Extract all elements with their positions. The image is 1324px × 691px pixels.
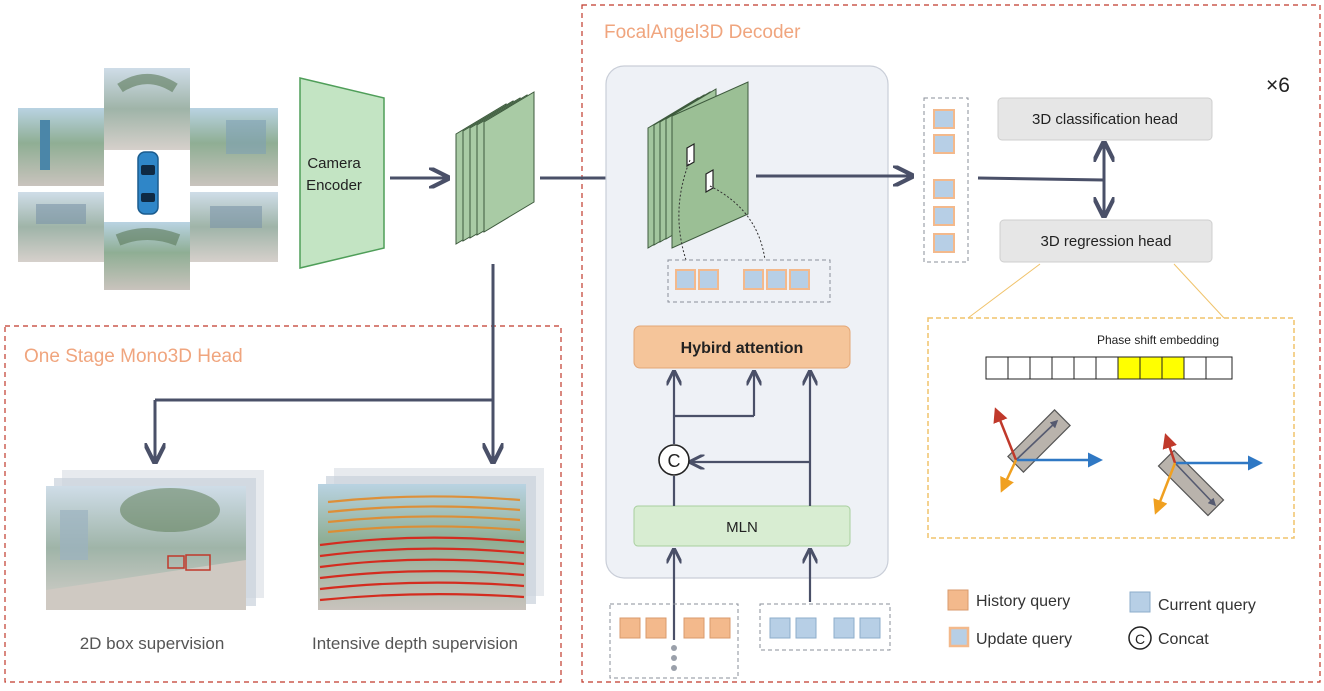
legend: History query Current query Update query… [947, 589, 1256, 650]
phase-shift-cells [985, 356, 1233, 380]
ellipsis-dots [671, 645, 677, 671]
legend-current-swatch [1129, 591, 1151, 613]
concat-symbol: C [668, 451, 681, 471]
current-query-group-frame [759, 603, 891, 651]
decoder-frame [581, 4, 1321, 683]
camera-encoder-label-2: Encoder [306, 177, 362, 194]
history-query-group-frame [609, 603, 739, 679]
depth-supervision-image [318, 468, 544, 610]
detection-box-1 [167, 555, 185, 569]
zoom-line-right [1173, 263, 1225, 319]
legend-concat-symbol: C [1135, 631, 1145, 647]
camera-encoder [299, 77, 385, 269]
legend-concat-label: Concat [1158, 631, 1209, 648]
zoom-line-left [967, 263, 1041, 319]
detection-box-2 [185, 554, 211, 571]
reg-head-block [999, 219, 1213, 263]
sampled-tokens-frame [667, 259, 831, 303]
legend-history-swatch [947, 589, 969, 611]
ego-car-icon [137, 151, 159, 215]
repeat-label: ×6 [1266, 74, 1290, 97]
decoder-feature-stack [647, 81, 766, 261]
hybrid-attention-label: Hybird attention [681, 340, 804, 357]
output-query-tokens [933, 109, 955, 253]
orientation-example-2 [1153, 433, 1263, 517]
decoder-title: FocalAngel3D Decoder [604, 22, 801, 43]
cls-head-block [997, 97, 1213, 141]
legend-concat-circle [1128, 626, 1152, 650]
current-query-tokens [769, 617, 881, 639]
feature-map-stack [455, 91, 535, 245]
sampled-tokens [675, 269, 810, 290]
mln-label: MLN [726, 519, 758, 536]
cls-head-label: 3D classification head [1032, 111, 1178, 128]
legend-current-label: Current query [1158, 597, 1256, 614]
camera-encoder-label-1: Camera [307, 155, 361, 172]
query-to-heads-line [977, 176, 1105, 182]
legend-update-swatch [948, 626, 970, 648]
box-supervision-caption: 2D box supervision [80, 634, 225, 653]
legend-history-label: History query [976, 593, 1070, 610]
reg-head-label: 3D regression head [1041, 233, 1172, 250]
phase-shift-label: Phase shift embedding [1097, 333, 1219, 347]
box-supervision-image [46, 470, 264, 610]
decoder-inner-arrows [674, 373, 810, 640]
phase-shift-frame [927, 317, 1295, 539]
output-queries-frame [923, 97, 969, 263]
depth-supervision-caption: Intensive depth supervision [312, 634, 518, 653]
mono-head-frame [4, 325, 562, 683]
mono-head-title: One Stage Mono3D Head [24, 346, 243, 367]
orientation-example-1 [993, 407, 1103, 493]
legend-update-label: Update query [976, 631, 1072, 648]
surround-camera-images [18, 68, 278, 290]
hybrid-attention-block [633, 325, 851, 369]
mln-block [633, 505, 851, 547]
concat-circle [658, 444, 690, 476]
history-query-tokens [619, 617, 731, 639]
